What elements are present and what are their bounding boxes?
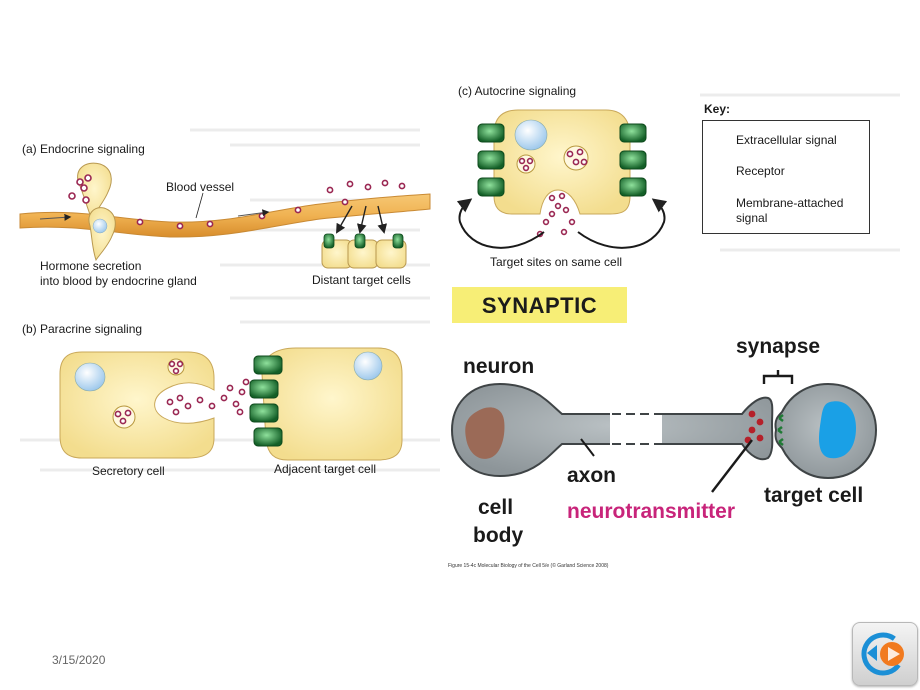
slide-date: 3/15/2020 — [52, 653, 106, 667]
target-cell-label: target cell — [764, 484, 864, 507]
endocrine-title: (a) Endocrine signaling — [22, 142, 145, 156]
cell-body-nucleus — [465, 407, 505, 459]
key-item-membrane: Membrane-attached — [736, 196, 844, 210]
distant-target-cells — [321, 233, 407, 269]
cell-body-label-2: body — [473, 524, 524, 547]
synaptic-vesicles — [744, 410, 764, 444]
neuron-label: neuron — [463, 355, 535, 378]
slide-nav-button[interactable] — [852, 622, 918, 686]
endocrine-panel — [19, 162, 431, 269]
paracrine-receptors — [249, 355, 283, 447]
key-title: Key: — [704, 102, 731, 116]
hormone-secretion-label: Hormone secretion — [40, 259, 142, 273]
key-item-receptor: Receptor — [736, 164, 785, 178]
autocrine-title: (c) Autocrine signaling — [458, 84, 577, 98]
postsynaptic-receptors — [777, 414, 784, 446]
key-legend — [702, 120, 870, 234]
hormone-secretion-label-2: into blood by endocrine gland — [40, 274, 197, 288]
paracrine-title: (b) Paracrine signaling — [22, 322, 143, 336]
axon-label: axon — [567, 464, 617, 487]
distant-target-cells-label: Distant target cells — [312, 273, 411, 287]
target-sites-label: Target sites on same cell — [490, 255, 623, 269]
synaptic-banner: SYNAPTIC — [452, 287, 627, 323]
cell-body-label: cell — [478, 496, 514, 519]
endocrine-gland — [77, 162, 116, 262]
synaptic-title: SYNAPTIC — [481, 293, 598, 318]
blood-vessel-label: Blood vessel — [166, 180, 235, 194]
adjacent-target-cell-label: Adjacent target cell — [274, 462, 377, 476]
key-item-extracellular: Extracellular signal — [736, 133, 837, 147]
replay-icon — [861, 632, 905, 676]
synaptic-diagram — [450, 370, 878, 493]
autocrine-panel — [456, 109, 668, 249]
blood-vessel — [19, 193, 431, 238]
neurotransmitter-label: neurotransmitter — [567, 500, 736, 523]
paracrine-panel — [59, 347, 403, 461]
target-cell-nucleus — [819, 401, 856, 459]
key-item-membrane-2: signal — [736, 211, 768, 225]
autocrine-receptors — [477, 123, 647, 197]
secretory-cell-label: Secretory cell — [92, 464, 165, 478]
synapse-label: synapse — [736, 335, 821, 358]
figure-credit: Figure 15-4c Molecular Biology of the Ce… — [448, 563, 609, 569]
